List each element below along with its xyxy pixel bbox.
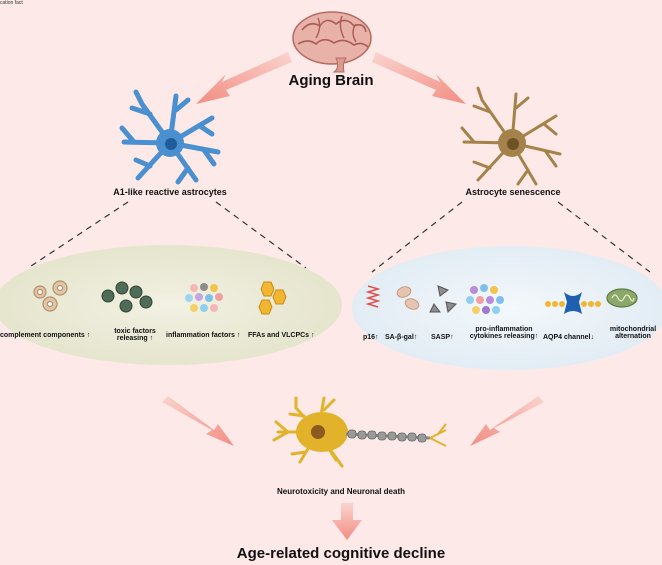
label-ffas-vlcpcs: FFAs and VLCPCs ↑ <box>248 332 315 339</box>
sasp-icon <box>429 285 458 314</box>
mitochondria-icon <box>606 288 638 308</box>
reactive-astrocyte-icon <box>119 89 221 185</box>
complement-components-icon <box>33 280 68 312</box>
brain-icon <box>292 11 372 73</box>
arrow-to-right-branch <box>372 52 466 104</box>
left-branch-title: A1-like reactive astrocytes <box>113 187 227 197</box>
arrow-to-left-branch <box>196 52 292 104</box>
label-sasp: SASP↑ <box>431 334 454 341</box>
left-ellipse <box>0 245 342 365</box>
label-inflammation-factors: inflammation factors ↑ <box>166 332 241 339</box>
label-mitochondrial: mitochondrial alternation <box>609 326 657 340</box>
ffas-vlcpcs-icon <box>258 281 287 315</box>
cytokines-icon <box>466 284 504 314</box>
arrow-right-to-neuron <box>470 396 544 446</box>
neuron-label: Neurotoxicity and Neuronal death <box>276 487 406 496</box>
sa-beta-gal-icon <box>396 286 420 310</box>
label-toxic-factors: toxic factors releasing ↑ <box>114 328 156 342</box>
arrow-to-cognitive-decline <box>332 503 362 540</box>
inflammation-factors-icon <box>185 283 223 312</box>
aqp4-channel-icon <box>545 292 601 314</box>
label-aqp4-channel: AQP4 channel↓ <box>543 334 594 341</box>
bottom-title: Age-related cognitive decline <box>236 545 446 562</box>
senescent-astrocyte-icon <box>460 86 562 186</box>
neuron-icon <box>272 396 447 468</box>
aging-brain-title: Aging Brain <box>288 72 374 89</box>
toxic-factors-icon <box>101 281 153 313</box>
right-ellipse <box>352 246 662 370</box>
label-cytokines: pro-inflammation cytokines releasing↑ <box>469 326 539 340</box>
corner-text: cation fact <box>0 0 23 6</box>
label-complement-components: complement components ↑ <box>0 332 91 339</box>
arrow-left-to-neuron <box>162 396 234 446</box>
label-sa-beta-gal: SA-β-gal↑ <box>385 334 418 341</box>
right-branch-title: Astrocyte senescence <box>465 187 561 197</box>
dashed-connectors <box>27 201 651 273</box>
p16-icon <box>365 285 381 308</box>
label-p16: p16↑ <box>363 334 379 341</box>
